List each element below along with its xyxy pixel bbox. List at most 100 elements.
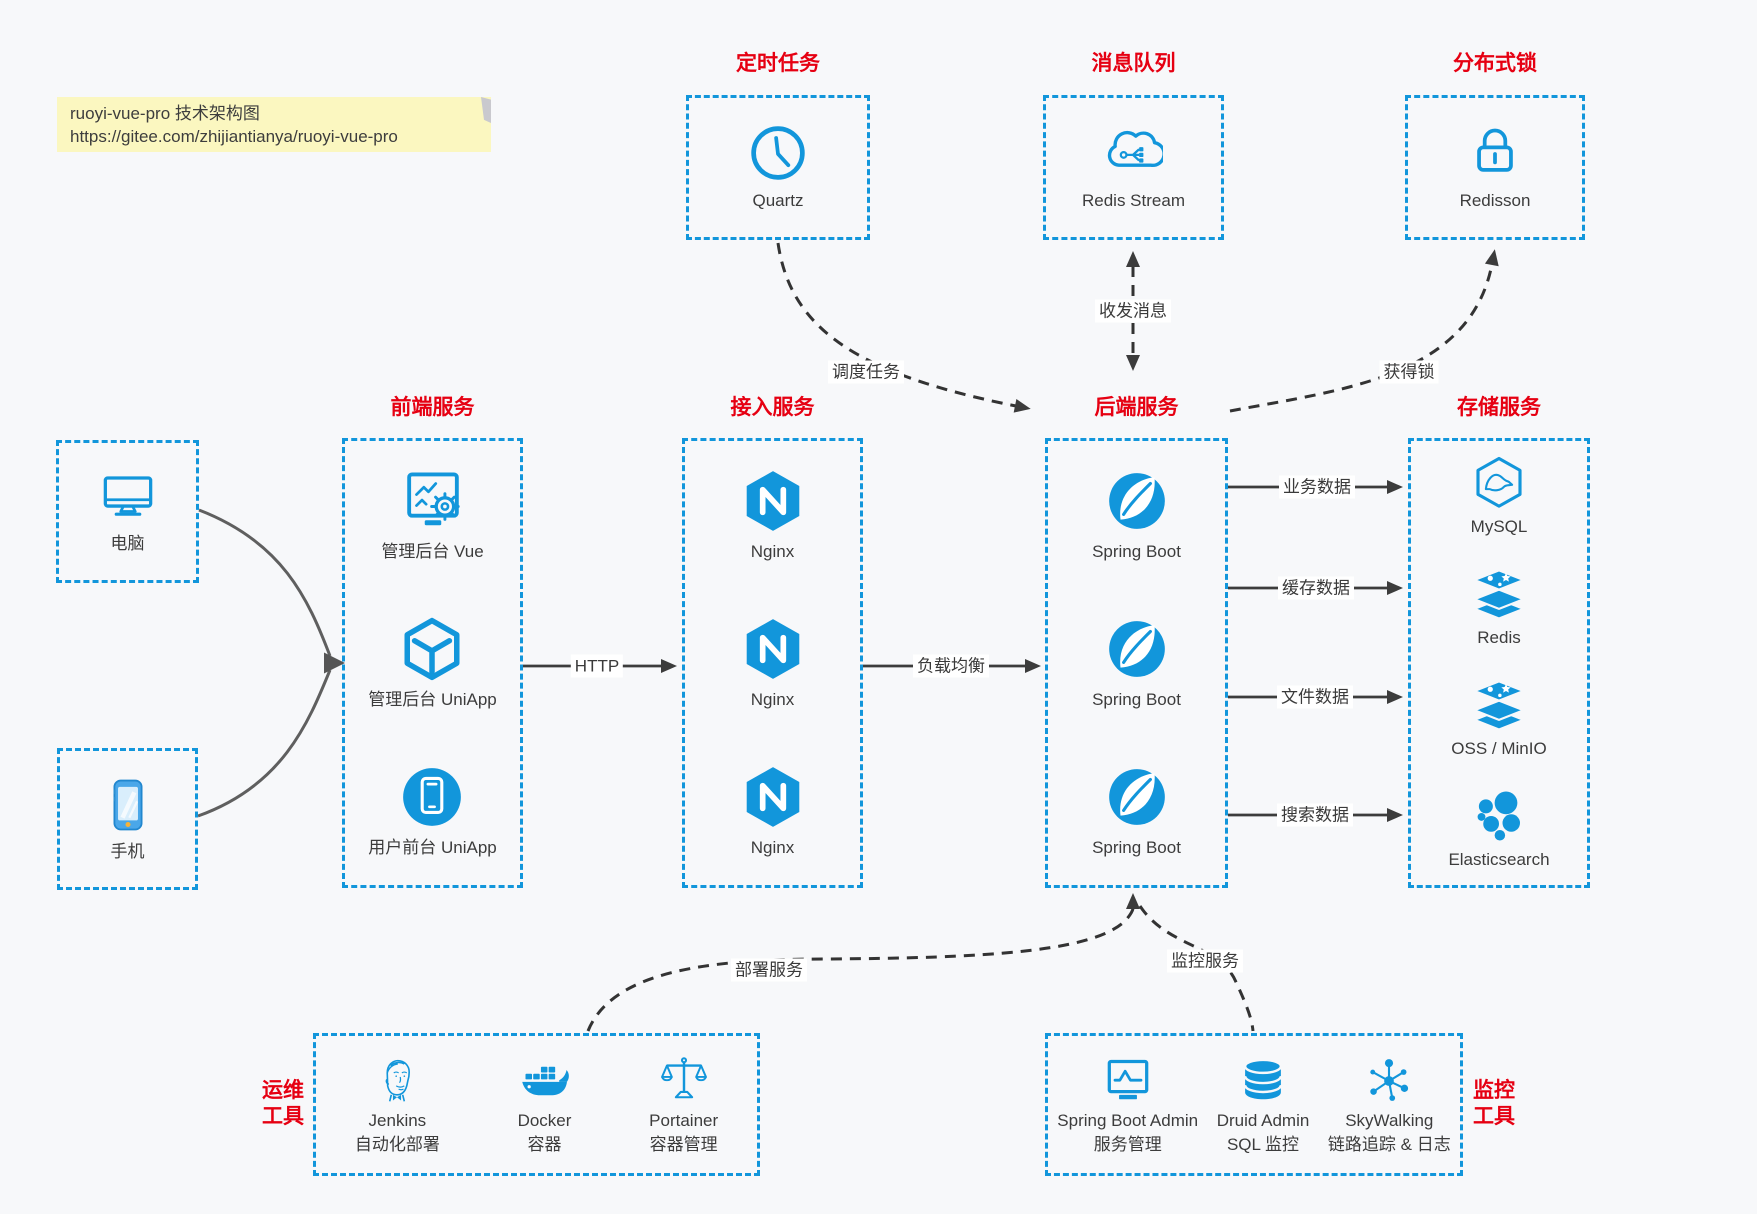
node-springboot-2: Spring Boot	[1092, 616, 1181, 711]
node-label-redisson: Redisson	[1459, 191, 1531, 210]
springboot-icon	[1108, 620, 1165, 677]
skywalking-icon	[1370, 1058, 1409, 1101]
node-desc-docker: 容器	[527, 1134, 562, 1154]
arrow-deploy	[586, 893, 1140, 1032]
edge-label-loadbalance: 负载均衡	[913, 654, 989, 678]
node-desc-portainer: 容器管理	[649, 1134, 718, 1154]
side-title-ops-line2: 工具	[262, 1105, 304, 1128]
wire-phone-to-frontend	[197, 669, 332, 818]
arrowhead-clients	[324, 652, 345, 674]
oss-minio-icon	[1473, 680, 1525, 731]
monitor-tools-box: Spring Boot Admin 服务管理 Druid Admin SQL 监…	[1045, 1033, 1463, 1176]
mysql-icon	[1476, 456, 1522, 508]
node-skywalking: SkyWalking 链路追踪 & 日志	[1328, 1055, 1451, 1155]
node-redis: Redis	[1471, 566, 1527, 649]
nginx-icon	[746, 766, 799, 827]
edge-label-lock: 获得锁	[1379, 360, 1439, 384]
node-admin-vue: 管理后台 Vue	[381, 468, 484, 563]
node-desc-druid-admin: SQL 监控	[1226, 1134, 1300, 1154]
node-label-user-uniapp: 用户前台 UniApp	[368, 837, 497, 857]
node-mysql: MySQL	[1470, 455, 1528, 538]
docker-icon	[521, 1066, 569, 1095]
node-label-admin-vue: 管理后台 Vue	[381, 541, 484, 561]
phone-client-box: 手机	[57, 748, 198, 890]
node-redis-stream: Redis Stream	[1082, 123, 1185, 212]
phone-icon	[113, 779, 142, 830]
wire-monitor	[1138, 905, 1255, 1032]
springboot-admin-icon	[1107, 1059, 1149, 1099]
edge-label-monitor: 监控服务	[1167, 949, 1243, 973]
node-springboot-1: Spring Boot	[1092, 468, 1181, 563]
node-label-portainer: Portainer	[649, 1110, 719, 1130]
springboot-icon	[1108, 472, 1165, 529]
wire-computer-to-frontend	[198, 508, 332, 657]
node-portainer: Portainer 容器管理	[649, 1055, 718, 1155]
node-nginx-3: Nginx	[740, 764, 806, 859]
edge-label-deploy: 部署服务	[731, 958, 807, 982]
side-title-monitor-tools: 监控 工具	[1462, 1078, 1526, 1130]
node-quartz: Quartz	[748, 123, 808, 212]
uniapp-cube-icon	[404, 617, 460, 680]
edge-label-schedule: 调度任务	[828, 360, 904, 384]
node-label-quartz: Quartz	[752, 191, 804, 210]
vue-admin-icon	[406, 471, 460, 525]
quartz-box: Quartz	[686, 95, 870, 240]
group-title-distributed-lock: 分布式锁	[1453, 52, 1537, 75]
redis-icon	[1473, 569, 1525, 620]
node-label-mysql: MySQL	[1470, 517, 1528, 536]
node-admin-uniapp: 管理后台 UniApp	[368, 616, 497, 711]
group-title-storage: 存储服务	[1457, 396, 1541, 419]
redisson-box: Redisson	[1405, 95, 1585, 240]
edge-label-file-data: 文件数据	[1277, 685, 1353, 709]
node-nginx-1: Nginx	[740, 468, 806, 563]
note-title: ruoyi-vue-pro 技术架构图	[70, 104, 260, 123]
node-springboot-3: Spring Boot	[1092, 764, 1181, 859]
nginx-icon	[746, 470, 799, 531]
portainer-icon	[660, 1056, 707, 1098]
edge-label-http: HTTP	[570, 654, 624, 678]
computer-client-box: 电脑	[56, 440, 199, 583]
quartz-clock-icon	[751, 126, 805, 180]
node-user-uniapp: 用户前台 UniApp	[368, 764, 497, 859]
node-label-nginx-3: Nginx	[750, 837, 795, 857]
node-oss-minio: OSS / MinIO	[1451, 677, 1547, 760]
node-phone: 手机	[99, 776, 157, 863]
node-label-nginx-2: Nginx	[750, 689, 795, 709]
node-label-springboot-1: Spring Boot	[1092, 541, 1181, 561]
edge-label-search-data: 搜索数据	[1277, 803, 1353, 827]
node-label-springboot-3: Spring Boot	[1092, 837, 1181, 857]
node-label-elasticsearch: Elasticsearch	[1448, 850, 1550, 869]
node-springboot-admin: Spring Boot Admin 服务管理	[1057, 1055, 1198, 1155]
redis-stream-box: Redis Stream	[1043, 95, 1224, 240]
node-druid-admin: Druid Admin SQL 监控	[1216, 1055, 1310, 1155]
nginx-icon	[746, 618, 799, 679]
backend-services-box: Spring Boot Spring Boot Spring Boot	[1045, 438, 1228, 888]
computer-icon	[103, 476, 152, 516]
node-desc-springboot-admin: 服务管理	[1093, 1134, 1162, 1154]
group-title-frontend: 前端服务	[390, 396, 475, 419]
node-label-oss-minio: OSS / MinIO	[1451, 739, 1547, 758]
side-title-ops-tools: 运维 工具	[251, 1078, 315, 1130]
elasticsearch-icon	[1477, 791, 1520, 841]
frontend-services-box: 管理后台 Vue 管理后台 UniApp 用户前台 UniApp	[342, 438, 523, 888]
node-jenkins: Jenkins 自动化部署	[355, 1055, 440, 1155]
side-title-ops-line1: 运维	[262, 1079, 304, 1102]
node-label-redis-stream: Redis Stream	[1082, 191, 1185, 210]
edge-label-messages: 收发消息	[1095, 299, 1171, 323]
group-title-backend: 后端服务	[1094, 396, 1179, 419]
node-nginx-2: Nginx	[740, 616, 806, 711]
edge-label-business-data: 业务数据	[1279, 475, 1355, 499]
arrow-schedule	[776, 242, 1031, 413]
node-redisson: Redisson	[1459, 123, 1531, 212]
druid-icon	[1243, 1058, 1283, 1099]
edge-label-cache-data: 缓存数据	[1278, 576, 1354, 600]
node-label-nginx-1: Nginx	[750, 541, 795, 561]
node-label-phone: 手机	[110, 841, 145, 861]
redis-stream-cloud-icon	[1108, 131, 1164, 167]
node-desc-jenkins: 自动化部署	[354, 1134, 440, 1154]
group-title-access: 接入服务	[730, 396, 815, 419]
node-label-druid-admin: Druid Admin	[1216, 1110, 1310, 1130]
node-elasticsearch: Elasticsearch	[1448, 788, 1550, 871]
access-services-box: Nginx Nginx Nginx	[682, 438, 863, 888]
arrow-lock	[1229, 249, 1499, 413]
